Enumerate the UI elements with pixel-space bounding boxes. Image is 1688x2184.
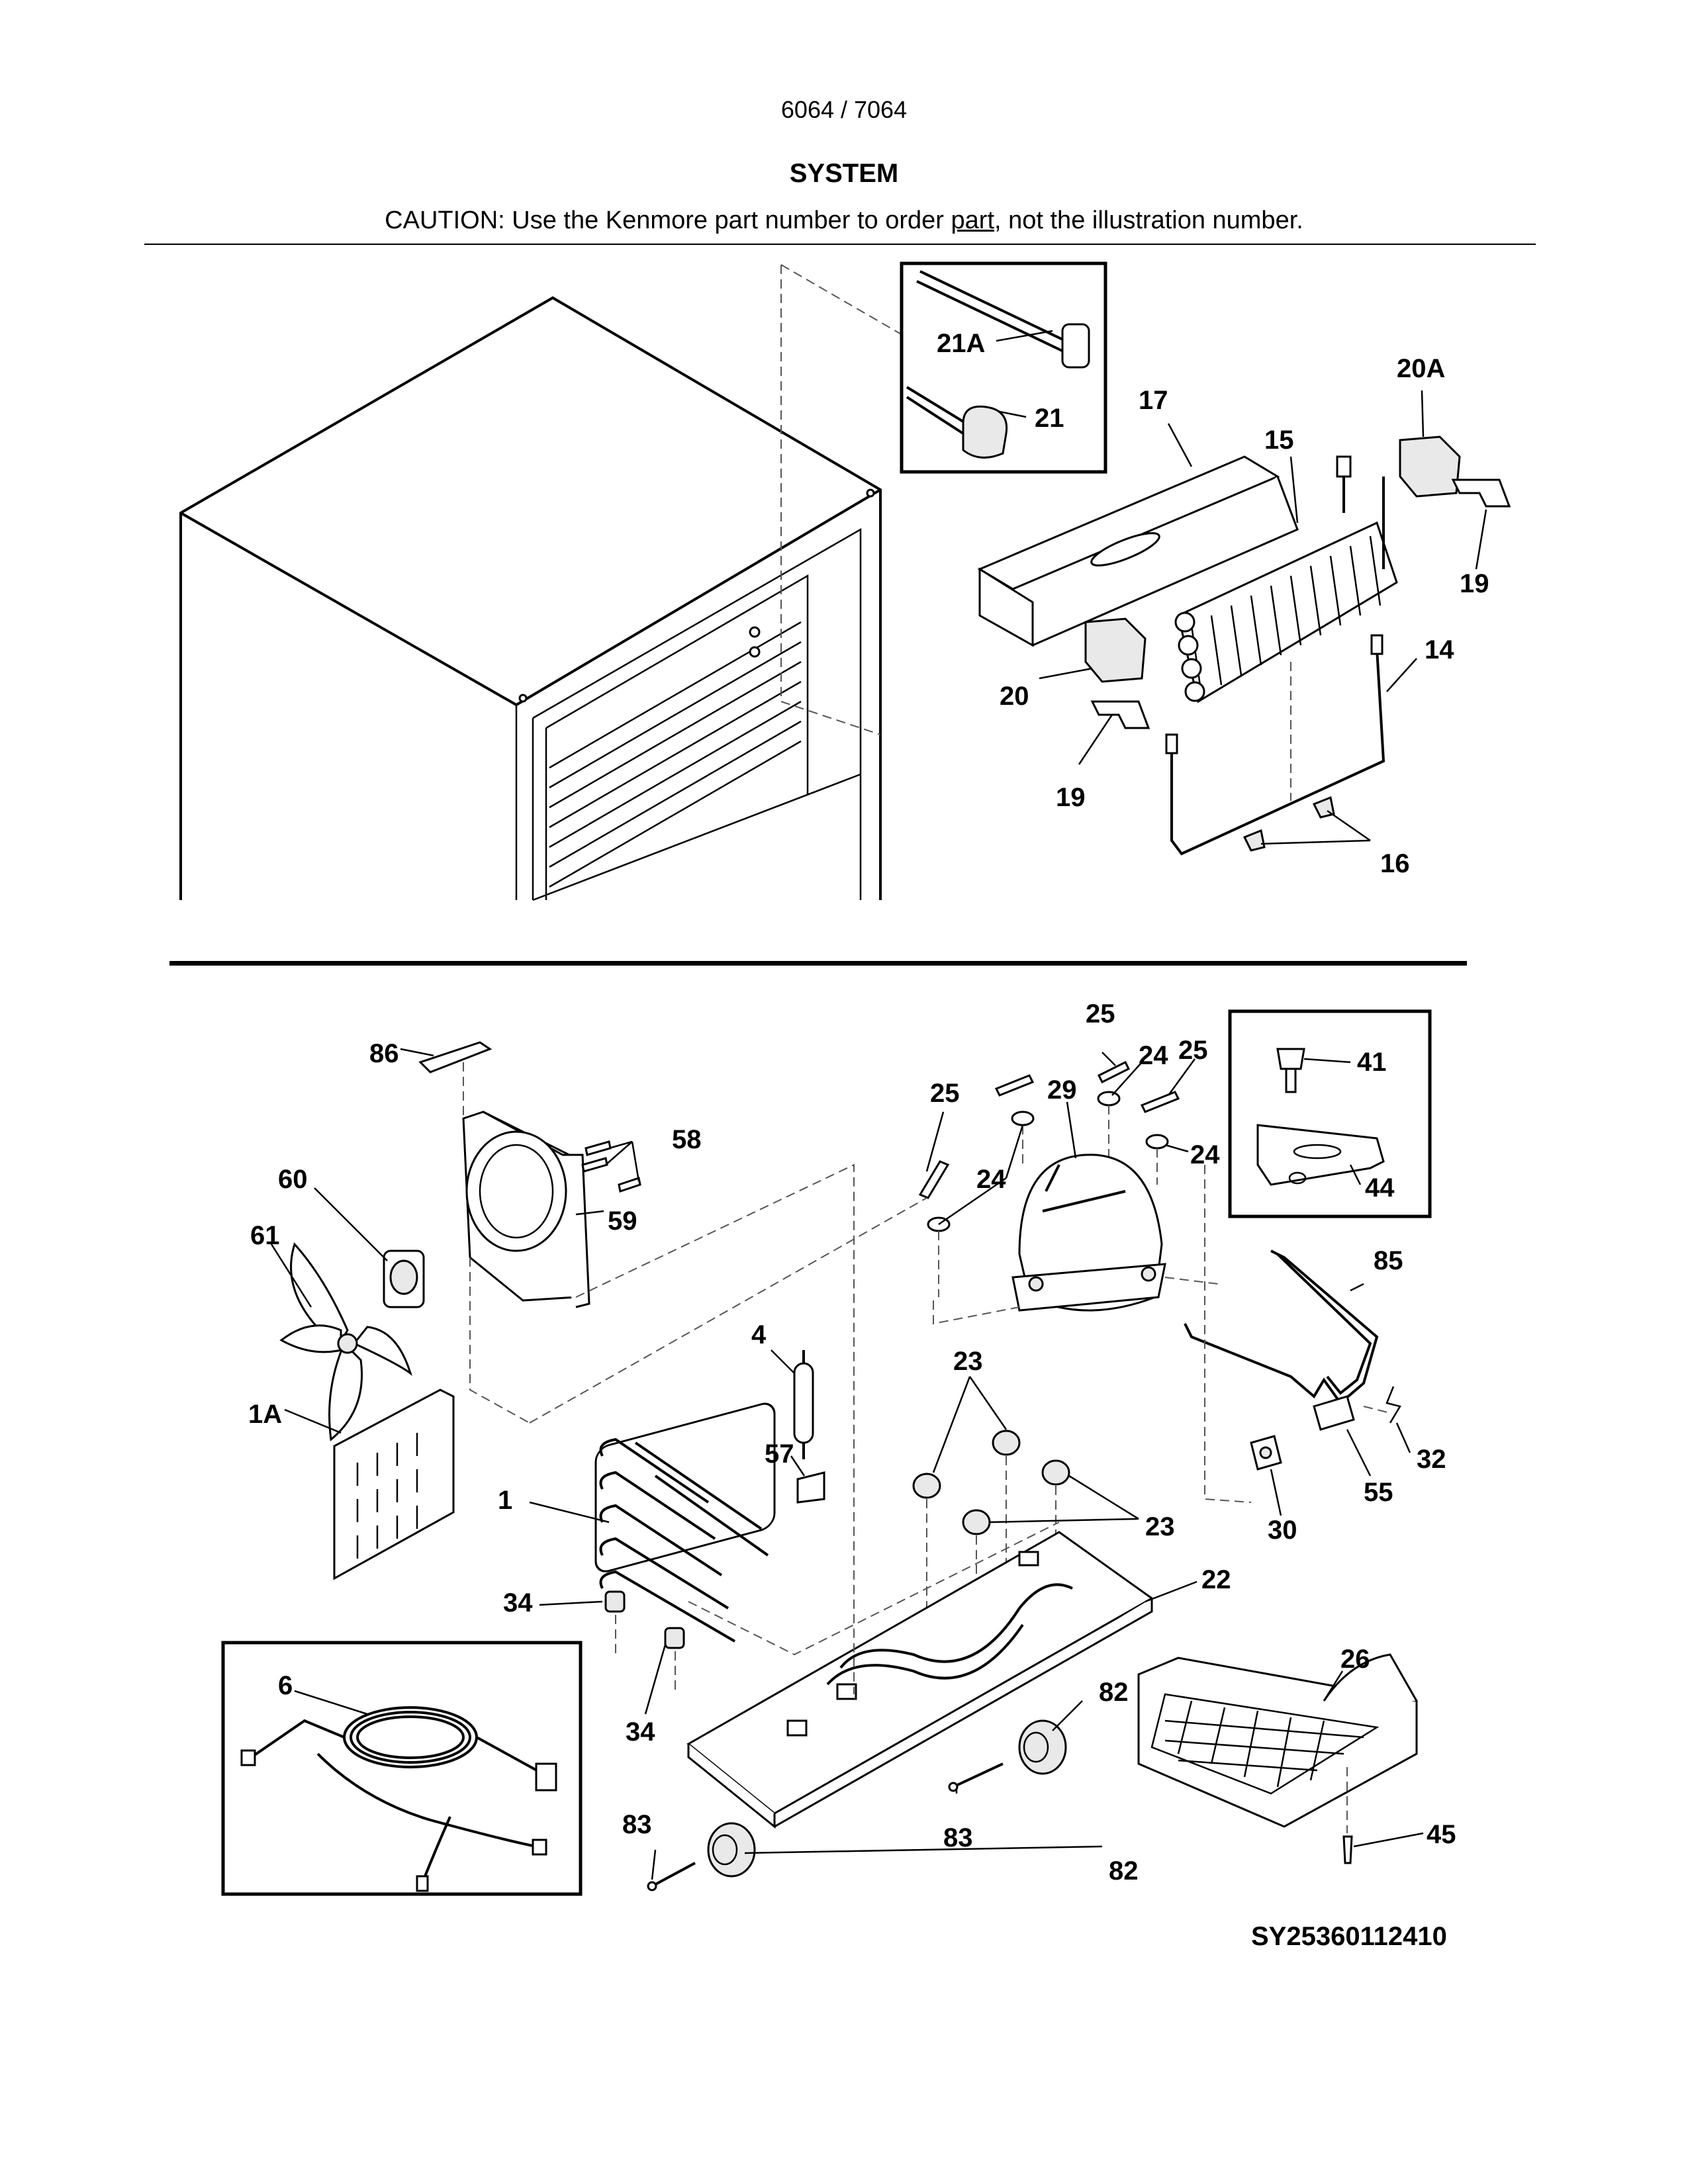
callout-20a: 20A: [1397, 354, 1445, 383]
callout-25-right: 25: [1178, 1036, 1208, 1065]
inset-box-6: [221, 1641, 583, 1896]
callout-82-right: 82: [1099, 1678, 1129, 1707]
callout-23-upper: 23: [953, 1347, 983, 1376]
caution-text-end: , not the illustration number.: [994, 206, 1303, 234]
inset-box-41-44: [1228, 1009, 1432, 1218]
callout-85: 85: [1374, 1246, 1403, 1275]
callout-34-upper: 34: [503, 1588, 533, 1617]
power-cord: [240, 1706, 557, 1892]
bracket-screw: [1276, 1048, 1305, 1093]
relay-cover-clip: [1385, 1386, 1401, 1424]
condenser-fan-blade: [279, 1242, 412, 1441]
drain-pan-screw: [1342, 1835, 1353, 1864]
lower-leader-lines: [270, 1048, 1424, 1880]
callout-16: 16: [1380, 849, 1410, 878]
compressor-washers: [927, 1091, 1169, 1232]
drain-heater-clip: [916, 270, 1090, 369]
callout-55: 55: [1364, 1478, 1393, 1507]
model-number: 6064 / 7064: [780, 96, 908, 123]
callout-4: 4: [751, 1320, 767, 1349]
upper-leader-lines: [996, 330, 1487, 845]
callout-labels: 21A 21 17 20A 15 19 14 20 19 16 86 58 60…: [248, 329, 1489, 1886]
callout-24-middle: 24: [1139, 1041, 1168, 1070]
compressor-grommets: [912, 1430, 1070, 1535]
evaporator-grommet-left: [1084, 617, 1150, 729]
callout-23-lower: 23: [1145, 1512, 1175, 1541]
compressor: [1011, 1154, 1166, 1312]
callout-30: 30: [1268, 1516, 1297, 1545]
evaporator-cover-tray: [977, 455, 1299, 647]
callout-34-lower: 34: [626, 1717, 655, 1747]
fan-screws: [581, 1140, 641, 1193]
overload-relay: [1250, 1435, 1282, 1471]
roller-screws: [647, 1762, 1004, 1891]
callout-20: 20: [1000, 682, 1029, 711]
callout-58: 58: [672, 1125, 702, 1154]
callout-15: 15: [1264, 426, 1294, 455]
callout-21: 21: [1035, 404, 1064, 433]
defrost-heater: [1165, 634, 1385, 856]
condenser-fan-motor: [383, 1250, 425, 1308]
callout-24-right: 24: [1190, 1140, 1220, 1169]
evaporator-grommet-right: [1399, 435, 1511, 508]
drain-pan: [1137, 1653, 1418, 1828]
callout-83-right: 83: [943, 1823, 973, 1852]
callout-14: 14: [1425, 635, 1454, 664]
base-rollers: [707, 1719, 1067, 1878]
callout-44: 44: [1365, 1173, 1395, 1203]
callout-1a: 1A: [248, 1400, 282, 1429]
callout-83-left: 83: [622, 1810, 652, 1839]
compressor-base-plate: [686, 1531, 1154, 1829]
callout-60: 60: [278, 1165, 308, 1194]
start-relay: [1313, 1395, 1355, 1431]
callout-1: 1: [498, 1486, 512, 1515]
callout-24-left: 24: [976, 1165, 1006, 1194]
caution-text-start: CAUTION: Use the Kenmore part number to …: [385, 206, 951, 234]
callout-41: 41: [1357, 1048, 1387, 1077]
condenser-loop: [1184, 1250, 1379, 1405]
callout-26: 26: [1340, 1645, 1370, 1674]
fan-shroud: [462, 1111, 590, 1308]
callout-21a: 21A: [937, 329, 985, 358]
header-divider: [144, 244, 1536, 245]
callout-45: 45: [1427, 1820, 1456, 1849]
callout-19-upper: 19: [1460, 569, 1489, 598]
diagram-code: SY25360112410: [1251, 1922, 1447, 1951]
inset-box-21: [900, 261, 1107, 474]
callout-25-middle: 25: [1086, 999, 1115, 1028]
evaporator-coil: [1174, 455, 1398, 704]
callout-17: 17: [1139, 386, 1168, 415]
clip-57: [796, 1471, 825, 1504]
callout-61: 61: [250, 1221, 280, 1250]
tube-clip: [906, 386, 1008, 459]
page-title: SYSTEM: [789, 159, 899, 188]
callout-86: 86: [369, 1039, 399, 1068]
caution-note: CAUTION: Use the Kenmore part number to …: [0, 206, 1688, 235]
callout-29: 29: [1047, 1075, 1077, 1105]
condenser-coil: [594, 1402, 776, 1643]
callout-32: 32: [1417, 1445, 1446, 1474]
condenser-shroud-panel: [333, 1388, 455, 1580]
callout-6: 6: [278, 1671, 293, 1700]
spacer-34: [604, 1590, 685, 1649]
refrigerator-cabinet: [179, 296, 882, 901]
callout-57: 57: [765, 1439, 794, 1469]
section-divider: [169, 961, 1467, 966]
callout-82-left: 82: [1109, 1856, 1139, 1886]
callout-19-lower: 19: [1056, 783, 1086, 812]
compressor-bolts: [918, 1060, 1180, 1199]
drier-filter: [793, 1350, 814, 1459]
caution-part-link[interactable]: part: [951, 206, 994, 234]
callout-25-left: 25: [930, 1079, 960, 1108]
lower-dashed-guides: [469, 1163, 1219, 1694]
fan-mount-strap: [418, 1041, 492, 1073]
callout-22: 22: [1201, 1565, 1231, 1594]
callout-59: 59: [608, 1206, 637, 1236]
